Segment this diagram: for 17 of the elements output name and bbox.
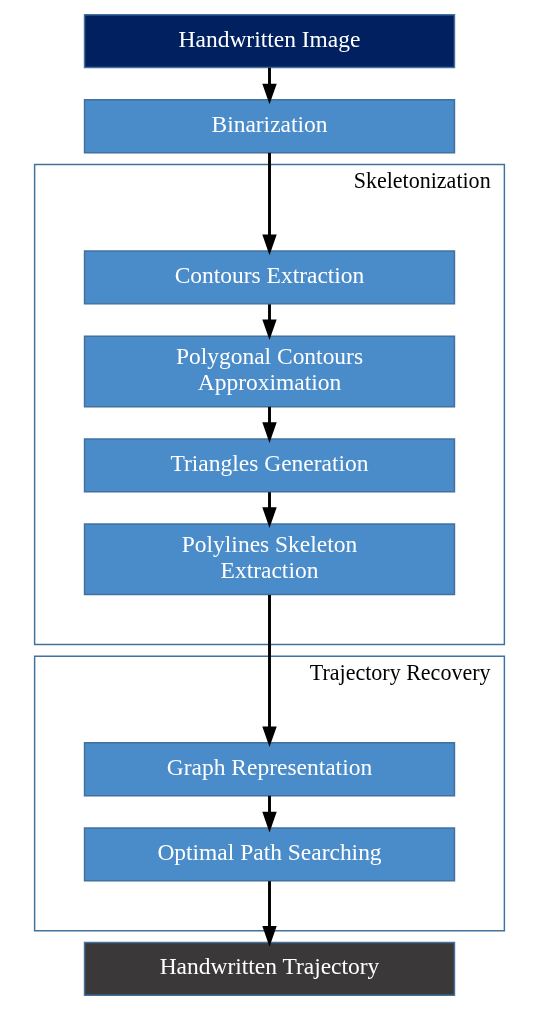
arrow: [261, 67, 277, 105]
arrow: [261, 594, 277, 748]
node-box: Optimal Path Searching: [83, 827, 455, 882]
arrow: [261, 492, 277, 528]
arrow: [261, 152, 277, 256]
node-box: Contours Extraction: [83, 250, 455, 305]
node-box: Handwritten Trajectory: [83, 941, 455, 997]
arrow: [261, 304, 277, 340]
node-box: Binarization: [83, 99, 455, 154]
node-box: Triangles Generation: [83, 438, 455, 493]
arrow: [261, 881, 277, 947]
node-box: Handwritten Image: [83, 13, 455, 69]
arrow: [261, 795, 277, 833]
arrow: [261, 406, 277, 443]
node-box: Polygonal Contours Approximation: [83, 335, 455, 408]
node-box: Polylines Skeleton Extraction: [83, 523, 455, 596]
node-box: Graph Representation: [83, 742, 455, 797]
